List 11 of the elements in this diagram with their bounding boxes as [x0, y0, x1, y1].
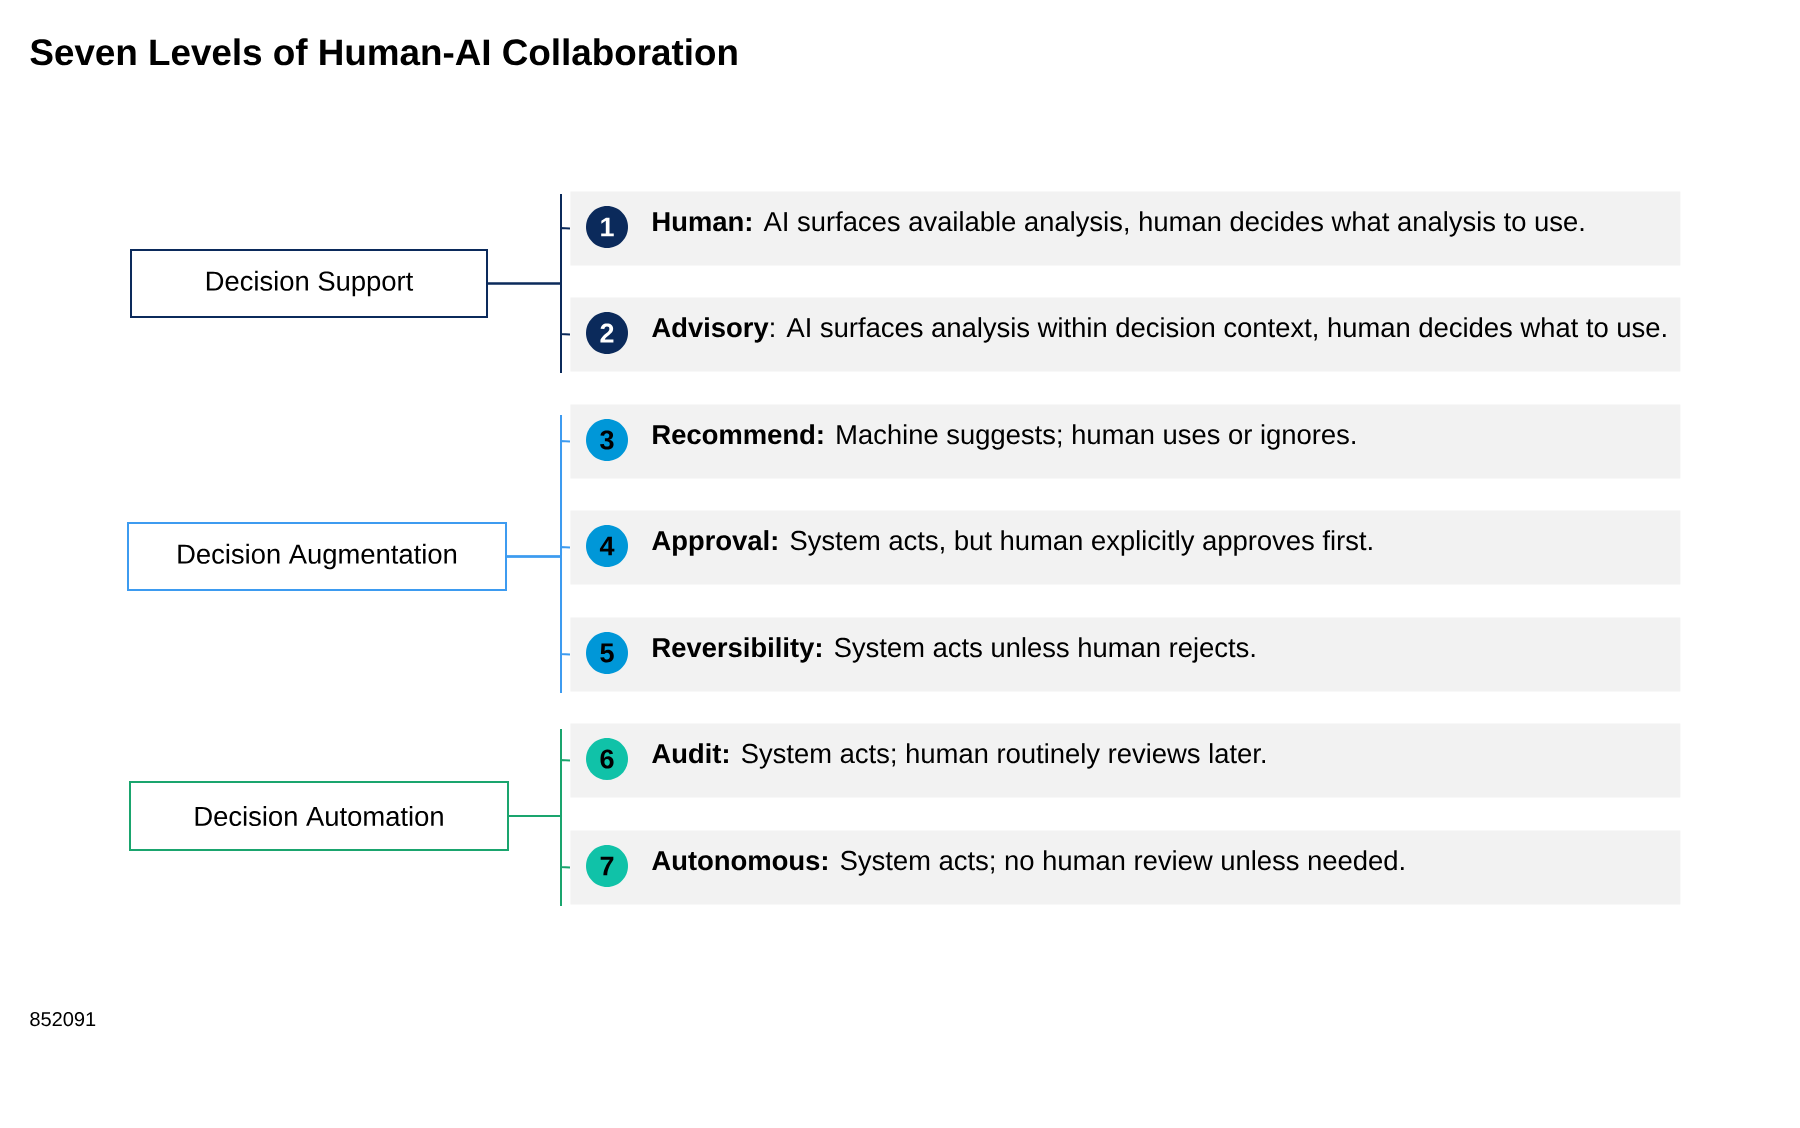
- connector-line: [506, 555, 571, 656]
- group-box: Decision Augmentation: [127, 522, 507, 591]
- group-box: Decision Automation: [129, 781, 509, 851]
- title: Seven Levels of Human-AI Collaboration: [30, 38, 737, 66]
- connector-line: [560, 728, 562, 907]
- footnote: 852091: [30, 1012, 96, 1027]
- connector-line: [560, 193, 562, 374]
- connector-line: [560, 414, 562, 694]
- group-box: Decision Support: [130, 249, 488, 318]
- connector-line: [487, 282, 571, 336]
- connector-line: [508, 815, 571, 869]
